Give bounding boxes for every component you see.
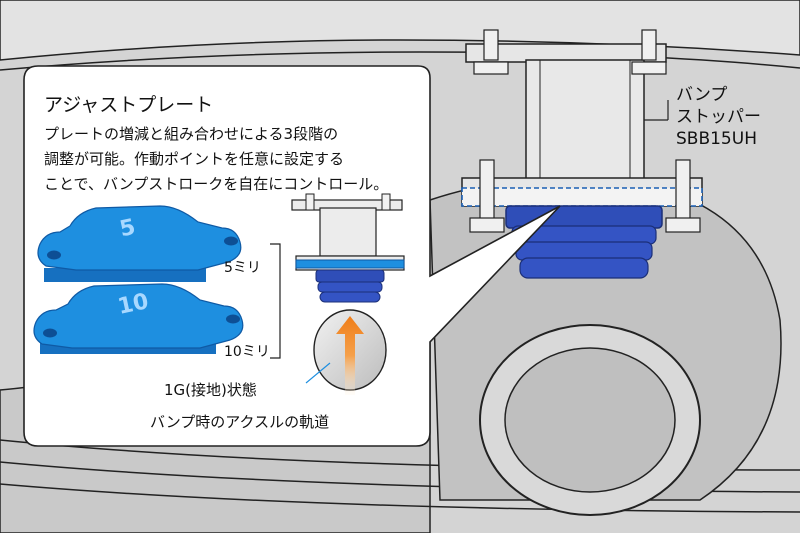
nut (631, 61, 667, 75)
frame-line (0, 51, 800, 71)
bolt (641, 29, 657, 61)
inset-adjust-plate (295, 259, 405, 269)
plate-5-thickness-label: 5ミリ (224, 260, 261, 276)
state-label: 1G(接地)状態 (164, 381, 257, 399)
nut (473, 61, 509, 75)
trajectory-label: バンプ時のアクスルの軌道 (150, 413, 330, 431)
product-label: バンプ ストッパー SBB15UH (676, 84, 761, 150)
axle-tube-inner (504, 347, 676, 493)
callout-desc-line: ことで、バンプストロークを自在にコントロール。 (44, 175, 389, 193)
callout-desc-line: 調整が可能。作動ポイントを任意に設定する (44, 150, 345, 168)
state-leader (305, 362, 331, 384)
product-label-line: バンプ (676, 85, 728, 105)
product-label-line: ストッパー (676, 107, 761, 127)
trajectory-arrow (336, 316, 364, 395)
bracket-column (525, 59, 645, 181)
adjust-plate-5mm (37, 205, 242, 282)
frame-top (0, 0, 800, 61)
rubber-ring (515, 241, 653, 261)
plate-10-thickness-label: 10ミリ (224, 344, 270, 360)
plate-10-body (33, 283, 244, 349)
product-label-line: SBB15UH (676, 129, 757, 149)
bolt (479, 159, 495, 221)
plate-5-body (37, 205, 242, 271)
rubber-tip (519, 257, 649, 279)
callout-description: プレートの増減と組み合わせによる3段階の 調整が可能。作動ポイントを任意に設定す… (44, 122, 388, 197)
inset-assembly (291, 193, 405, 395)
callout-desc-line: プレートの増減と組み合わせによる3段階の (44, 125, 339, 143)
plate-bracket (270, 243, 281, 359)
bolt (675, 159, 691, 221)
nut (665, 217, 701, 233)
callout-title: アジャストプレート (44, 94, 214, 116)
adjust-plate-10mm (33, 283, 244, 354)
adjust-plate-highlight (461, 187, 703, 207)
nut (469, 217, 505, 233)
bolt (483, 29, 499, 61)
